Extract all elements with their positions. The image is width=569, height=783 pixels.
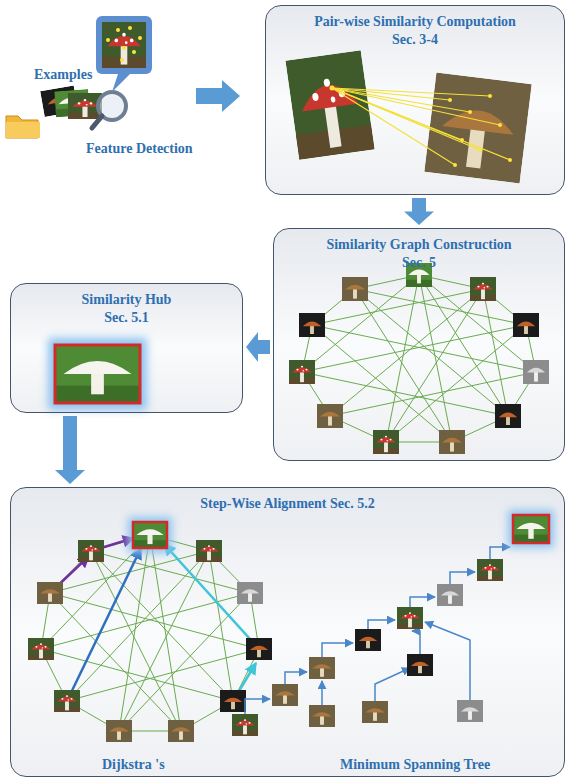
process-box: Similarity HubSec. 5.1 xyxy=(10,283,243,413)
flow-arrow xyxy=(55,416,85,484)
section-ref: Sec. 5 xyxy=(274,254,564,272)
section-ref: Sec. 5.1 xyxy=(11,309,242,327)
box-title: Similarity Hub xyxy=(11,291,242,309)
flow-arrow xyxy=(246,332,270,362)
pairwise-match xyxy=(285,50,531,183)
process-box: Step-Wise Alignment Sec. 5.2 xyxy=(10,487,565,777)
flow-arrow xyxy=(404,198,434,225)
process-box: Similarity Graph ConstructionSec. 5 xyxy=(273,228,565,461)
box-title: Similarity Graph Construction xyxy=(274,236,564,254)
dijkstra-graph xyxy=(28,517,272,742)
box-title: Step-Wise Alignment Sec. 5.2 xyxy=(11,495,564,513)
hub-image xyxy=(48,338,147,410)
caption-label: Minimum Spanning Tree xyxy=(340,756,490,774)
caption-label: Dijkstra 's xyxy=(102,756,165,774)
section-ref: Sec. 3-4 xyxy=(266,31,564,49)
panel-grounds xyxy=(11,6,564,776)
examples-icon xyxy=(6,16,152,138)
input-arrow xyxy=(196,80,240,112)
spanning-tree xyxy=(232,510,554,736)
process-box: Pair-wise Similarity ComputationSec. 3-4 xyxy=(265,5,565,195)
similarity-graph xyxy=(289,263,549,454)
caption-label: Examples xyxy=(34,66,92,84)
caption-label: Feature Detection xyxy=(86,140,193,158)
box-title: Pair-wise Similarity Computation xyxy=(266,13,564,31)
